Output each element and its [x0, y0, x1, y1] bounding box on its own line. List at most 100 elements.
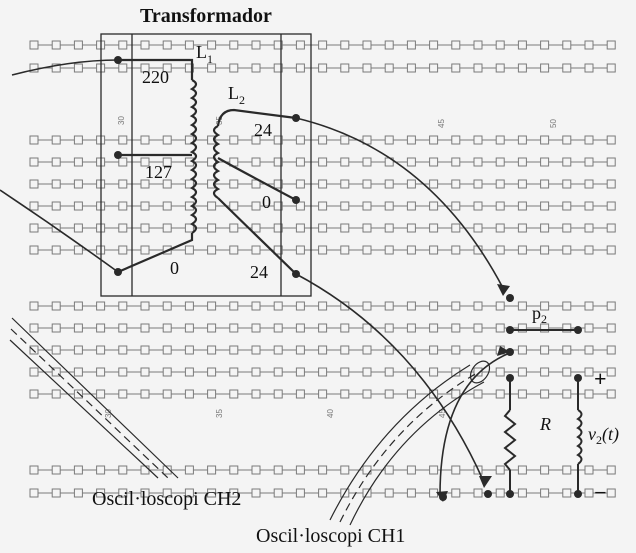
breadboard-hole [495, 245, 505, 255]
breadboard-hole [295, 301, 305, 311]
breadboard-hole [229, 245, 239, 255]
breadboard-hole [429, 135, 439, 145]
breadboard-hole [606, 157, 616, 167]
breadboard-hole [562, 389, 572, 399]
breadboard-hole [606, 367, 616, 377]
breadboard-hole [473, 301, 483, 311]
breadboard-hole [318, 389, 328, 399]
breadboard-hole [406, 201, 416, 211]
breadboard-hole [584, 389, 594, 399]
breadboard-hole [495, 201, 505, 211]
breadboard-hole [29, 223, 39, 233]
breadboard-hole [251, 157, 261, 167]
breadboard-hole [318, 63, 328, 73]
terminal-primary-220 [114, 56, 122, 64]
terminal-r-top [506, 374, 514, 382]
breadboard-hole [406, 301, 416, 311]
breadboard-hole [340, 40, 350, 50]
breadboard-hole [495, 40, 505, 50]
breadboard-hole [273, 367, 283, 377]
breadboard-hole [229, 323, 239, 333]
breadboard-hole [51, 301, 61, 311]
breadboard-hole [162, 367, 172, 377]
breadboard-hole [318, 179, 328, 189]
breadboard-hole [29, 40, 39, 50]
breadboard-hole [562, 301, 572, 311]
breadboard-hole [429, 488, 439, 498]
voltage-label: v2(t) [588, 424, 619, 447]
breadboard-hole [229, 201, 239, 211]
breadboard-hole [517, 135, 527, 145]
breadboard-hole [606, 488, 616, 498]
breadboard-hole [429, 301, 439, 311]
breadboard-hole [451, 465, 461, 475]
breadboard-hole [184, 345, 194, 355]
breadboard-hole [184, 301, 194, 311]
breadboard-hole [295, 465, 305, 475]
breadboard-hole [118, 245, 128, 255]
breadboard-hole [384, 345, 394, 355]
column-number-lower-45: 45 [438, 409, 447, 418]
breadboard-hole [406, 40, 416, 50]
terminal-p2-top [506, 294, 514, 302]
breadboard-hole [384, 301, 394, 311]
breadboard-hole [451, 157, 461, 167]
breadboard-hole [273, 301, 283, 311]
breadboard-hole [429, 201, 439, 211]
breadboard-hole [318, 323, 328, 333]
breadboard-hole [517, 157, 527, 167]
breadboard-hole [318, 135, 328, 145]
primary-coil [117, 58, 198, 274]
breadboard-hole [362, 40, 372, 50]
breadboard-hole [384, 223, 394, 233]
breadboard-hole [318, 201, 328, 211]
breadboard-hole [584, 157, 594, 167]
terminal-v-top [574, 374, 582, 382]
breadboard-hole [451, 63, 461, 73]
breadboard-hole [140, 301, 150, 311]
breadboard-hole [118, 179, 128, 189]
breadboard-hole [29, 389, 39, 399]
breadboard-hole [29, 201, 39, 211]
breadboard-hole [207, 389, 217, 399]
breadboard-hole [207, 245, 217, 255]
plus-sign: + [594, 366, 607, 391]
breadboard-hole [229, 367, 239, 377]
breadboard-hole [295, 345, 305, 355]
breadboard-hole [251, 223, 261, 233]
breadboard-hole [162, 345, 172, 355]
breadboard-hole [429, 179, 439, 189]
breadboard-hole [318, 223, 328, 233]
breadboard-hole [140, 465, 150, 475]
breadboard-hole [73, 465, 83, 475]
column-number-lower-40: 40 [326, 409, 335, 418]
breadboard-hole [517, 245, 527, 255]
breadboard-hole [318, 245, 328, 255]
breadboard-hole [384, 201, 394, 211]
breadboard-hole [473, 389, 483, 399]
breadboard-hole [29, 488, 39, 498]
breadboard-hole [73, 223, 83, 233]
breadboard-hole [184, 323, 194, 333]
breadboard-hole [251, 40, 261, 50]
breadboard-hole [51, 135, 61, 145]
breadboard-hole [51, 40, 61, 50]
breadboard-hole [295, 40, 305, 50]
breadboard-hole [540, 223, 550, 233]
breadboard-hole [73, 157, 83, 167]
breadboard-hole [406, 245, 416, 255]
breadboard-hole [451, 179, 461, 189]
breadboard-hole [251, 345, 261, 355]
breadboard-hole [584, 179, 594, 189]
resistor-label: R [539, 414, 551, 434]
breadboard-hole [295, 135, 305, 145]
breadboard-hole [118, 389, 128, 399]
breadboard-hole [495, 367, 505, 377]
breadboard-hole [606, 135, 616, 145]
breadboard-hole [473, 40, 483, 50]
breadboard-hole [429, 367, 439, 377]
breadboard-hole [517, 367, 527, 377]
breadboard-hole [362, 179, 372, 189]
breadboard-hole [451, 345, 461, 355]
